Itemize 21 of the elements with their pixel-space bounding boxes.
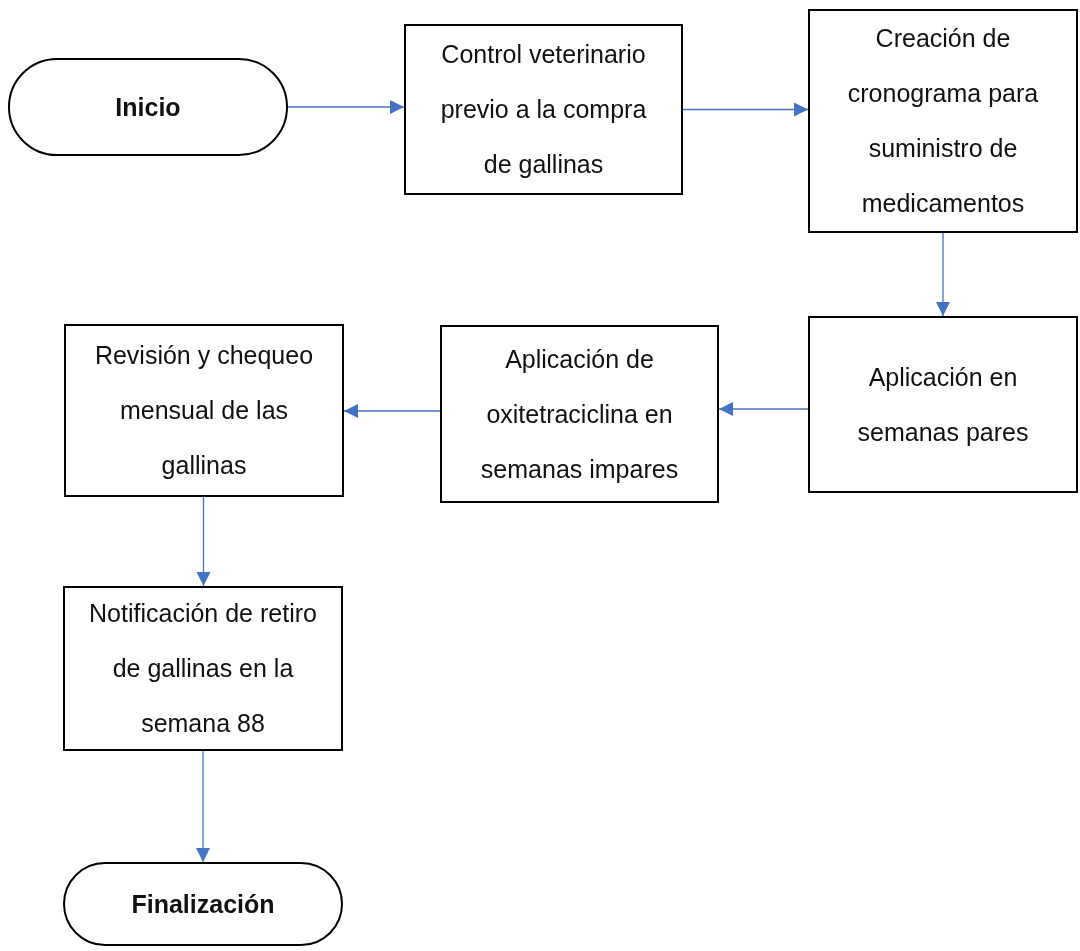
process-box	[808, 9, 1078, 233]
process-box	[64, 324, 344, 497]
process-box	[808, 316, 1078, 493]
arrow	[936, 232, 950, 317]
node-label: Finalización	[131, 888, 275, 920]
node-label: Aplicación de oxitetraciclina en semanas impares	[479, 343, 680, 485]
process-box	[404, 24, 683, 195]
node-label: Creación de cronograma para suministro de medicamentos	[846, 23, 1040, 219]
arrow	[196, 496, 211, 587]
node-label: Inicio	[115, 91, 181, 123]
node-label: Aplicación en semanas pares	[856, 361, 1030, 448]
process-box	[63, 586, 343, 751]
arrow	[196, 750, 210, 863]
arrow	[343, 404, 441, 418]
node-label: Notificación de retiro de gallinas en la semana 88	[89, 598, 317, 739]
node-label: Revisión y chequeo mensual de las gallinas	[93, 340, 315, 481]
arrow	[287, 100, 405, 114]
arrow	[718, 402, 809, 416]
process-box	[440, 325, 719, 503]
node-label: Control veterinario previo a la compra de gallinas	[439, 39, 648, 180]
arrow	[682, 102, 809, 117]
